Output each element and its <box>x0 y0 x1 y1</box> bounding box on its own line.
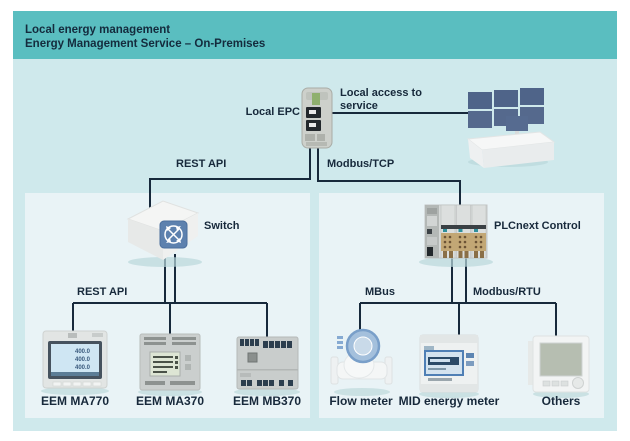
device-flow-meter-icon <box>330 328 393 396</box>
modbus-rtu-label: Modbus/RTU <box>473 286 541 298</box>
device-eem-ma770-icon: 400.0 400.0 400.0 <box>41 330 109 395</box>
header-title-line1: Local energy management <box>25 24 171 36</box>
plcnext-cpu-module <box>425 205 439 258</box>
modbus-tcp-label: Modbus/TCP <box>327 158 395 170</box>
device-label-eem-ma370: EEM MA370 <box>135 394 205 408</box>
switch-icon <box>159 220 188 249</box>
switch-device <box>126 200 202 267</box>
device-eem-ma370-icon <box>138 333 202 396</box>
epc-device <box>301 87 333 149</box>
mbus-label: MBus <box>365 286 395 298</box>
header-title-line2: Energy Management Service – On-Premises <box>25 38 266 50</box>
device-mid-meter-icon <box>419 334 479 398</box>
ma770-screen-row: 400.0 <box>75 349 91 355</box>
others-screen <box>539 342 583 377</box>
local-access-label-line1: Local access to <box>340 87 422 99</box>
monitor-wall-icon <box>468 88 544 128</box>
epc-label: Local EPC <box>245 106 300 118</box>
ma770-screen <box>51 344 99 376</box>
device-others-icon <box>528 335 590 398</box>
rest-api-top-label: REST API <box>176 158 227 170</box>
epc-led <box>312 93 320 105</box>
header-band: Local energy management Energy Managemen… <box>13 11 617 59</box>
mb370-logo <box>247 352 258 363</box>
device-label-eem-mb370: EEM MB370 <box>232 394 302 408</box>
plcnext-device <box>419 204 493 267</box>
rest-api-inner-label: REST API <box>77 286 128 298</box>
device-label-mid-energy-meter: MID energy meter <box>398 394 500 408</box>
device-label-flow-meter: Flow meter <box>329 394 393 408</box>
device-label-others: Others <box>541 394 581 408</box>
control-room-workstation <box>466 88 556 168</box>
local-access-label-line2: service <box>340 100 378 112</box>
device-eem-mb370-icon <box>234 336 300 396</box>
plcnext-io-modules <box>440 204 487 259</box>
ma770-screen-row: 400.0 <box>75 365 91 371</box>
switch-label: Switch <box>204 220 240 232</box>
device-label-eem-ma770: EEM MA770 <box>40 394 110 408</box>
desk-icon <box>466 116 556 168</box>
ma770-screen-row: 400.0 <box>75 357 91 363</box>
plcnext-label: PLCnext Control <box>494 220 581 232</box>
